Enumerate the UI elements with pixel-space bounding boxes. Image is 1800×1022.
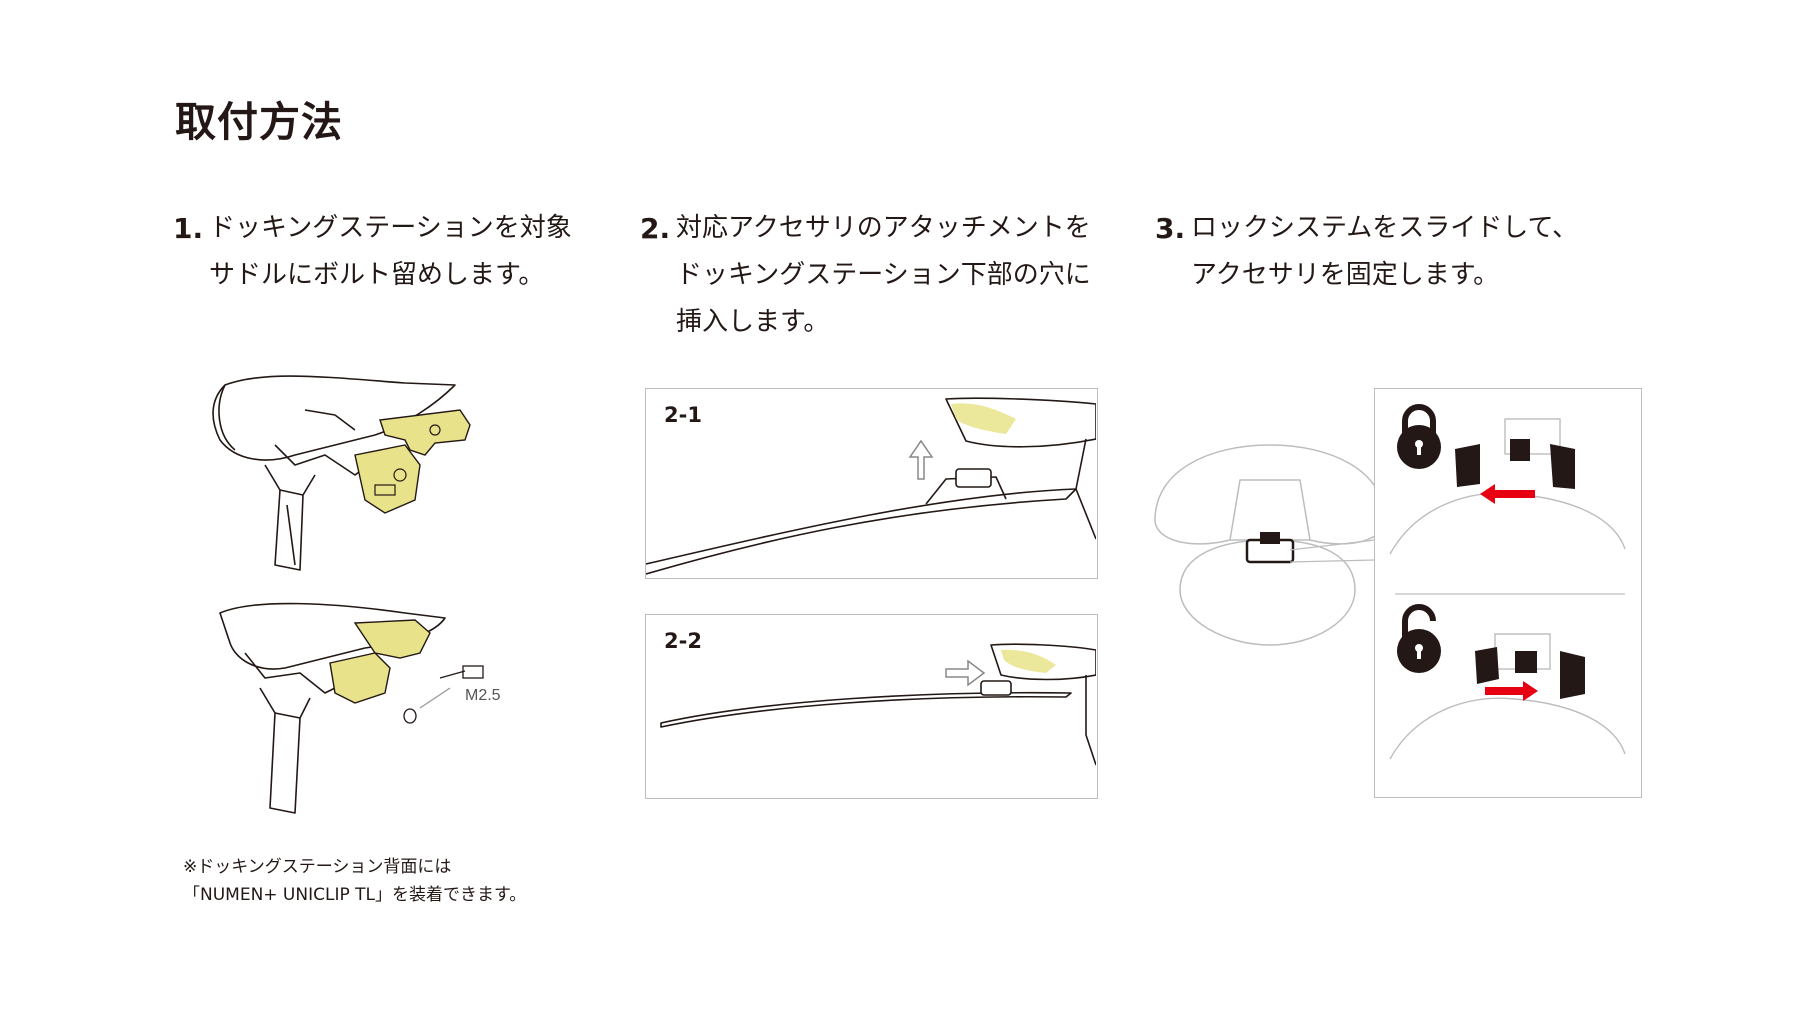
lock-closed-icon (1397, 404, 1441, 469)
note-line: ※ドッキングステーション背面には (183, 857, 452, 877)
step-text-line: ドッキングステーションを対象 (209, 213, 572, 243)
panel-label: 2-2 (664, 629, 702, 653)
step-text-line: ロックシステムをスライドして、 (1191, 213, 1579, 243)
step-2-instruction: 2. 対応アクセサリのアタッチメントを ドッキングステーション下部の穴に 挿入し… (640, 205, 1120, 346)
step-number: 3. (1155, 212, 1186, 245)
step-number: 2. (640, 212, 671, 245)
page-title: 取付方法 (175, 98, 343, 146)
note-line: 「NUMEN+ UNICLIP TL」を装着できます。 (183, 885, 527, 905)
bolt-size-label: M2.5 (465, 687, 501, 704)
step-text-line: アクセサリを固定します。 (1191, 260, 1500, 290)
insert-vertical-illustration (646, 397, 1096, 575)
callout-lines (1289, 539, 1376, 563)
arrow-right-icon (945, 659, 986, 687)
saddle-rear-view-illustration (1154, 444, 1386, 646)
step-text-line: 対応アクセサリのアタッチメントを (676, 213, 1091, 243)
lock-system-panel (1374, 388, 1642, 798)
panel-2-1: 2-1 (645, 388, 1098, 579)
arrow-up-icon (908, 439, 934, 480)
mount-note: ※ドッキングステーション背面には 「NUMEN+ UNICLIP TL」を装着で… (183, 853, 526, 909)
step-3-instruction: 3. ロックシステムをスライドして、 アクセサリを固定します。 (1155, 205, 1635, 299)
step-text-line: ドッキングステーション下部の穴に (676, 260, 1091, 290)
step-number: 1. (173, 212, 204, 245)
panel-2-2: 2-2 (645, 614, 1098, 799)
saddle-assembled-illustration: M2.5 (219, 602, 501, 814)
step-text-line: サドルにボルト留めします。 (209, 260, 545, 290)
step-1-instruction: 1. ドッキングステーションを対象 サドルにボルト留めします。 (173, 205, 603, 299)
saddle-exploded-illustration (212, 375, 471, 571)
lock-open-icon (1397, 604, 1441, 673)
panel-label: 2-1 (664, 403, 702, 427)
insert-horizontal-illustration (660, 643, 1096, 766)
step-text-line: 挿入します。 (676, 307, 830, 337)
